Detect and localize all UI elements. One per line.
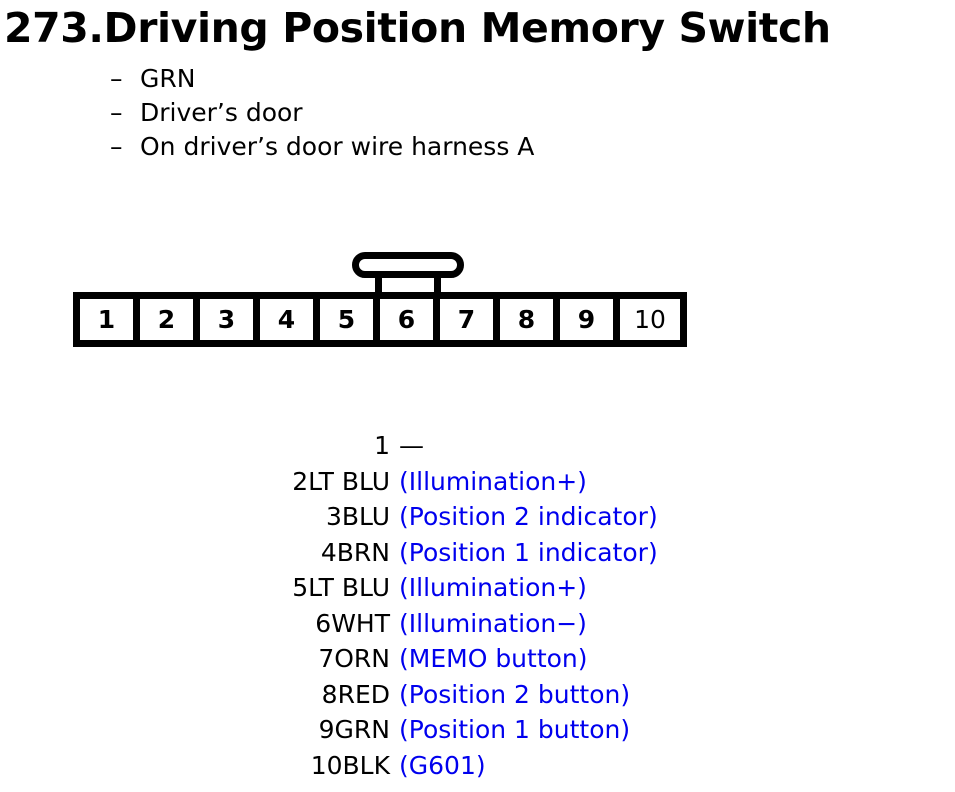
locking-tab-stem-left <box>375 274 382 296</box>
connector-pin-1: 1 <box>80 299 140 340</box>
note-item-0: – GRN <box>110 62 850 96</box>
pin-assignment-row: 1 — <box>180 428 880 464</box>
pin-description: (Position 2 button) <box>399 679 631 709</box>
pin-assignment-row: 8RED (Position 2 button) <box>180 677 880 713</box>
connector-pin-housing: 1 2 3 4 5 6 7 8 9 10 <box>73 292 687 347</box>
pin-key: 5LT BLU <box>292 573 390 602</box>
connector-locking-tab-icon <box>352 252 464 296</box>
connector-pin-6: 6 <box>380 299 440 340</box>
pin-key: 2LT BLU <box>292 466 390 496</box>
note-item-2: – On driver’s door wire harness A <box>110 130 850 164</box>
pin-description: — <box>399 431 424 460</box>
pin-description: (Illumination+) <box>399 573 587 602</box>
pin-assignment-row: 2LT BLU (Illumination+) <box>180 464 880 500</box>
page-title: 273.Driving Position Memory Switch <box>4 4 831 52</box>
note-item-label: On driver’s door wire harness A <box>140 132 535 161</box>
pin-assignment-list: 1 — 2LT BLU (Illumination+) 3BLU (Positi… <box>180 428 880 783</box>
dash-icon: – <box>110 64 123 93</box>
locking-tab-bar <box>352 252 464 278</box>
pin-assignment-row: 5LT BLU (Illumination+) <box>180 570 880 606</box>
pin-assignment-row: 10BLK (G601) <box>180 748 880 784</box>
pin-key: 4BRN <box>320 537 390 567</box>
pin-assignment-row: 6WHT (Illumination−) <box>180 606 880 642</box>
pin-key: 7ORN <box>318 644 390 673</box>
dash-icon: – <box>110 98 123 127</box>
locking-tab-stem-right <box>434 274 441 296</box>
connector-pin-2: 2 <box>140 299 200 340</box>
connector-pin-4: 4 <box>260 299 320 340</box>
pin-assignment-row: 4BRN (Position 1 indicator) <box>180 535 880 571</box>
connector-pin-8: 8 <box>500 299 560 340</box>
pin-assignment-row: 7ORN (MEMO button) <box>180 641 880 677</box>
pin-description: (Position 1 indicator) <box>399 537 658 567</box>
connector-diagram: 1 2 3 4 5 6 7 8 9 10 <box>73 252 743 348</box>
note-item-1: – Driver’s door <box>110 96 850 130</box>
pin-assignment-row: 3BLU (Position 2 indicator) <box>180 499 880 535</box>
notes-list: – GRN – Driver’s door – On driver’s door… <box>110 62 850 164</box>
pin-description: (Position 1 button) <box>399 715 631 744</box>
pin-key: 1 <box>374 431 390 460</box>
connector-pin-5: 5 <box>320 299 380 340</box>
pin-description: (MEMO button) <box>399 644 588 673</box>
note-item-label: GRN <box>140 64 196 93</box>
pin-key: 10BLK <box>310 750 390 780</box>
dash-icon: – <box>110 132 123 161</box>
connector-pin-9: 9 <box>560 299 620 340</box>
pin-description: (Illumination+) <box>399 466 587 496</box>
connector-pin-10: 10 <box>620 299 680 340</box>
pin-key: 3BLU <box>325 502 390 531</box>
connector-pin-7: 7 <box>440 299 500 340</box>
note-item-label: Driver’s door <box>140 98 303 127</box>
pin-description: (Illumination−) <box>399 608 587 638</box>
pin-key: 9GRN <box>318 715 390 744</box>
pin-description: (G601) <box>399 750 486 780</box>
pin-description: (Position 2 indicator) <box>399 502 658 531</box>
pin-key: 8RED <box>321 679 390 709</box>
pin-assignment-row: 9GRN (Position 1 button) <box>180 712 880 748</box>
connector-pin-3: 3 <box>200 299 260 340</box>
pin-key: 6WHT <box>315 608 390 638</box>
